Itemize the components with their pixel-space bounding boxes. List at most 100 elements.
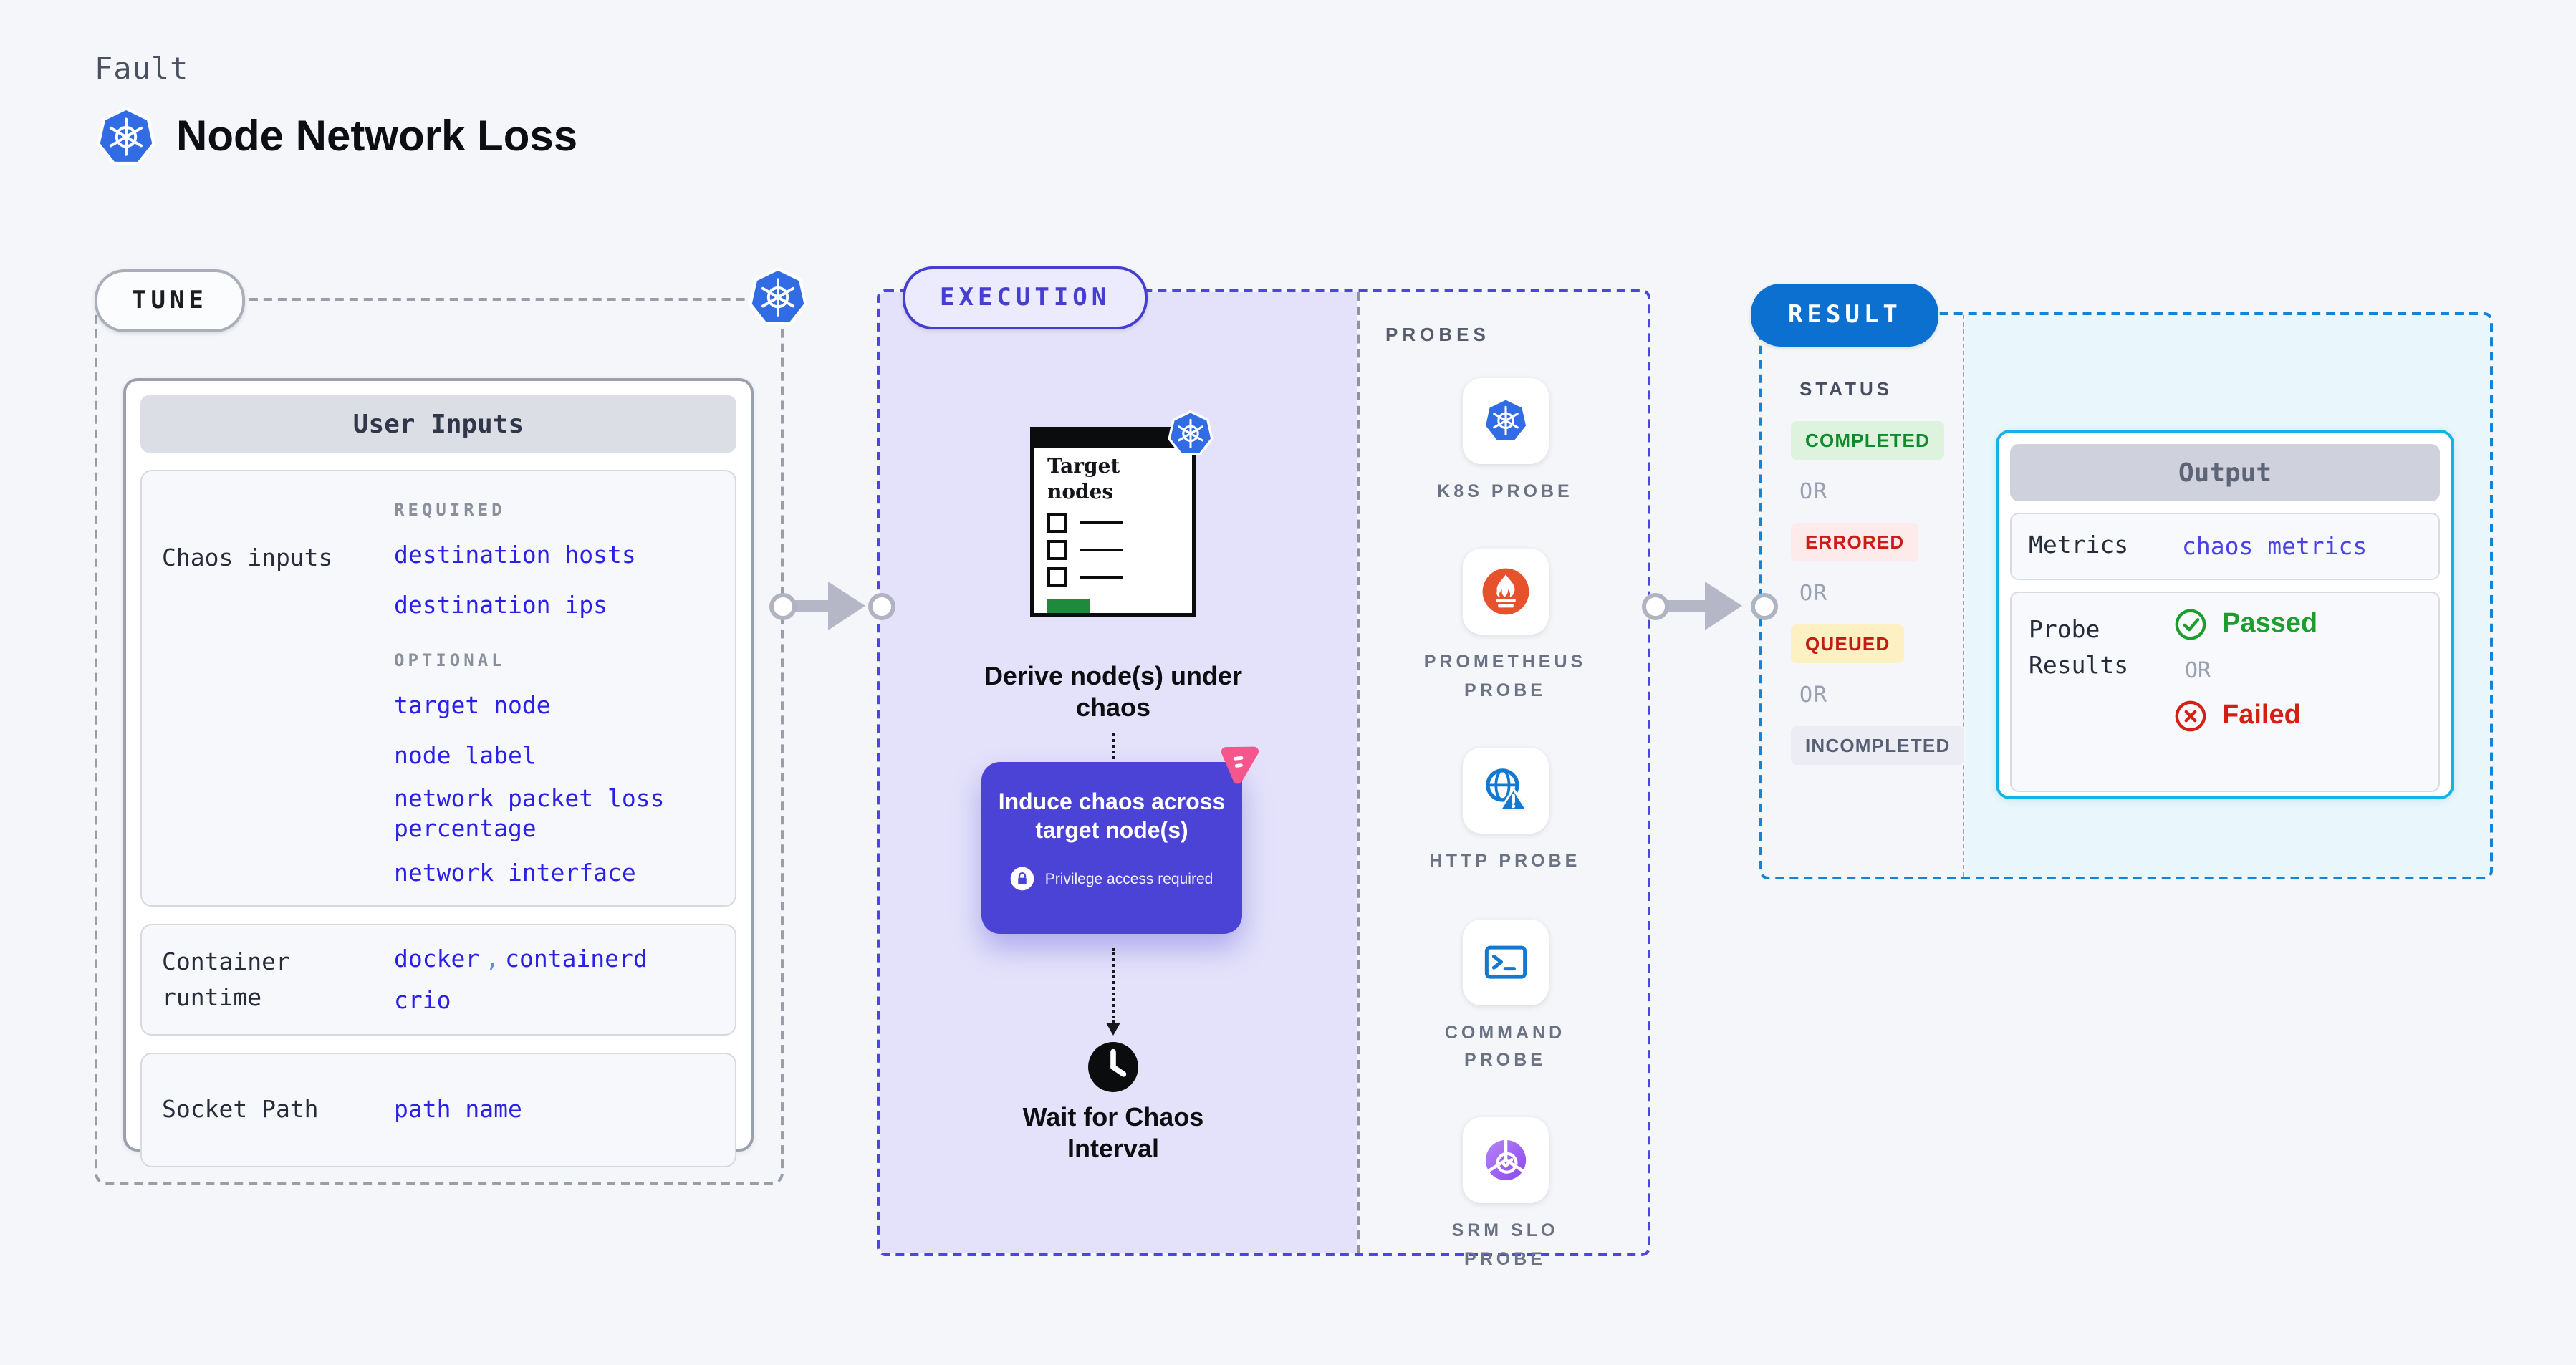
terminal-icon <box>1479 936 1531 988</box>
probe-item-command: COMMAND PROBE <box>1410 919 1600 1075</box>
passed-label: Passed <box>2222 608 2318 639</box>
execution-pill-label: EXECUTION <box>940 284 1111 312</box>
or-label: OR <box>2185 657 2211 683</box>
node-checkbox-row <box>1047 540 1192 560</box>
tune-pill: TUNE <box>95 269 245 332</box>
link-target-node[interactable]: target node <box>394 691 551 719</box>
page-title: Node Network Loss <box>176 113 578 160</box>
kubernetes-icon <box>1481 397 1529 445</box>
required-heading: REQUIRED <box>394 500 506 520</box>
link-destination-ips[interactable]: destination ips <box>394 592 608 619</box>
result-divider <box>1963 315 1964 877</box>
connector-dot <box>1750 593 1777 620</box>
checkbox-icon <box>1047 513 1067 533</box>
user-inputs-card: User Inputs Chaos inputs REQUIRED destin… <box>123 378 754 1168</box>
fault-eyebrow: Fault <box>95 52 189 86</box>
node-checkbox-row <box>1047 513 1192 533</box>
probes-divider <box>1357 292 1360 1253</box>
probe-card <box>1462 919 1548 1005</box>
link-node-label[interactable]: node label <box>394 742 537 770</box>
container-runtime-label: Container runtime <box>162 947 290 1012</box>
probe-label: SRM SLO PROBE <box>1451 1220 1559 1269</box>
probe-results-label: Probe Results <box>2029 615 2129 679</box>
chaos-inputs-row: Chaos inputs REQUIRED destination hosts … <box>140 470 736 907</box>
output-card: Output Metrics chaos metrics Probe Resul… <box>1996 430 2454 799</box>
node-checkbox-row <box>1047 567 1192 587</box>
socket-path-label: Socket Path <box>162 1096 319 1124</box>
kubernetes-icon <box>746 266 809 329</box>
wait-interval-label: Wait for Chaos Interval <box>1022 1103 1204 1163</box>
checkbox-icon <box>1047 540 1067 560</box>
probe-card <box>1462 549 1548 635</box>
derive-nodes-label: Derive node(s) under chaos <box>984 662 1243 722</box>
chaos-inputs-label: Chaos inputs <box>162 544 333 571</box>
chaos-metrics-link[interactable]: chaos metrics <box>2182 532 2368 560</box>
probe-results-row: Probe Results Passed OR Failed <box>2010 591 2440 792</box>
probe-card <box>1462 748 1548 834</box>
status-badge-completed: COMPLETED <box>1791 421 1945 460</box>
probe-item-srm-slo: SRM SLO PROBE <box>1410 1117 1600 1274</box>
http-globe-icon <box>1478 763 1532 818</box>
link-containerd[interactable]: containerd <box>505 945 648 973</box>
litmus-chaos-icon <box>1213 738 1263 788</box>
probe-label: COMMAND PROBE <box>1444 1022 1566 1070</box>
result-pill: RESULT <box>1751 284 1939 347</box>
status-badge-errored: ERRORED <box>1791 523 1919 561</box>
status-heading: STATUS <box>1799 378 1893 400</box>
induce-chaos-title: Induce chaos across target node(s) <box>998 791 1226 844</box>
metrics-label: Metrics <box>2029 531 2129 559</box>
lock-icon <box>1011 867 1035 891</box>
container-runtime-row: Container runtime docker,containerd crio <box>140 924 736 1036</box>
srm-slo-icon <box>1478 1134 1532 1188</box>
runtime-separator: , <box>485 945 500 973</box>
status-column: STATUS COMPLETED OR ERRORED OR QUEUED OR… <box>1762 315 1965 877</box>
or-label: OR <box>1799 478 1829 504</box>
probe-card <box>1462 1117 1548 1204</box>
kubernetes-icon <box>1166 410 1215 458</box>
output-header: Output <box>2010 444 2440 501</box>
probe-item-http: HTTP PROBE <box>1410 748 1600 876</box>
failed-x-icon <box>2173 699 2208 733</box>
probes-panel: PROBES K8S PROBE PROMETHEUS PROBE <box>1360 292 1650 1268</box>
probe-item-prometheus: PROMETHEUS PROBE <box>1410 549 1600 705</box>
checkbox-icon <box>1047 567 1067 587</box>
tune-pill-label: TUNE <box>132 286 208 315</box>
link-network-interface[interactable]: network interface <box>394 859 636 887</box>
status-badge-incompleted: INCOMPLETED <box>1791 726 1965 765</box>
or-label: OR <box>1799 682 1829 708</box>
kubernetes-icon <box>95 106 158 169</box>
connector-dot <box>769 593 796 620</box>
status-badge-queued: QUEUED <box>1791 624 1905 663</box>
socket-path-row: Socket Path path name <box>140 1053 736 1168</box>
optional-heading: OPTIONAL <box>394 650 506 670</box>
target-nodes-card: Target nodes <box>1030 427 1196 617</box>
tune-section <box>95 298 784 1185</box>
link-network-packet-loss-percentage[interactable]: network packet loss percentage <box>394 784 665 843</box>
link-docker[interactable]: docker <box>394 945 480 973</box>
result-pill-label: RESULT <box>1788 301 1902 329</box>
page-header: Fault Node Network Loss <box>95 52 577 169</box>
link-crio[interactable]: crio <box>394 987 451 1015</box>
probe-card <box>1462 378 1548 464</box>
user-inputs-header: User Inputs <box>140 395 736 453</box>
connector-dot <box>1641 593 1668 620</box>
link-destination-hosts[interactable]: destination hosts <box>394 541 636 569</box>
privilege-note: Privilege access required <box>1044 870 1213 887</box>
probe-label: PROMETHEUS PROBE <box>1423 652 1587 700</box>
execution-pill: EXECUTION <box>903 266 1148 329</box>
probe-label: K8S PROBE <box>1437 481 1573 501</box>
prometheus-icon <box>1479 566 1531 618</box>
metrics-row: Metrics chaos metrics <box>2010 513 2440 580</box>
or-label: OR <box>1799 580 1829 606</box>
target-nodes-title: Target nodes <box>1047 455 1120 503</box>
induce-chaos-box: Induce chaos across target node(s) Privi… <box>981 762 1242 934</box>
failed-label: Failed <box>2222 700 2301 730</box>
card-titlebar <box>1034 431 1192 448</box>
passed-check-icon <box>2173 607 2208 642</box>
clock-icon <box>1086 1040 1140 1094</box>
probe-item-k8s: K8S PROBE <box>1410 378 1600 506</box>
link-path-name[interactable]: path name <box>394 1096 522 1124</box>
flow-arrow-down <box>1106 948 1120 1036</box>
probe-label: HTTP PROBE <box>1429 851 1581 872</box>
